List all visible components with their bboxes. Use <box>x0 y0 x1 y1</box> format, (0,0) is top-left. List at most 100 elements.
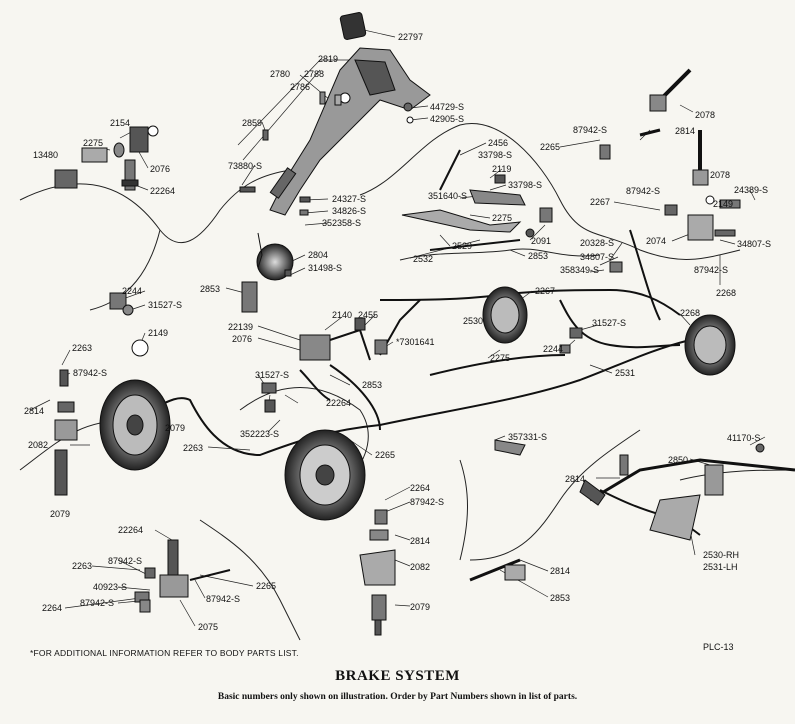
part-label: 41170-S <box>727 433 761 443</box>
rear-brake-backing-plates <box>482 286 736 456</box>
part-label: 2814 <box>565 474 586 484</box>
part-label: 2078 <box>710 170 731 180</box>
part-label: 2263 <box>72 561 93 571</box>
part-label: 2853 <box>362 380 383 390</box>
part-label: 2455 <box>358 310 379 320</box>
part-label: 352358-S <box>322 218 362 228</box>
part-label: 24327-S <box>332 194 367 204</box>
part-label: 33798-S <box>478 150 513 160</box>
leader-lines <box>29 27 766 627</box>
part-label: 2078 <box>695 110 716 120</box>
part-label: 2814 <box>410 536 431 546</box>
part-label: 2265 <box>256 581 277 591</box>
part-label: 2140 <box>332 310 353 320</box>
part-label: 22264 <box>326 398 352 408</box>
part-label: 2149 <box>148 328 169 338</box>
part-label: 87942-S <box>206 594 241 604</box>
part-label: 2532 <box>413 254 434 264</box>
part-label: 31527-S <box>148 300 183 310</box>
part-label: 357331-S <box>508 432 548 442</box>
part-label: 22797 <box>398 32 424 42</box>
part-label: 358349-S <box>560 265 600 275</box>
part-label: *7301641 <box>396 337 435 347</box>
part-label: 2530 <box>463 316 484 326</box>
part-label: 2119 <box>492 164 512 174</box>
part-label: 87942-S <box>573 125 608 135</box>
page-subtitle: Basic numbers only shown on illustration… <box>217 692 578 702</box>
part-label: 31527-S <box>255 370 290 380</box>
part-label: 2275 <box>490 353 511 363</box>
brake-lines <box>149 229 691 457</box>
part-label: 2154 <box>110 118 131 128</box>
part-label: 2780 <box>270 69 291 79</box>
part-label: 2456 <box>488 138 509 148</box>
part-label: 2268 <box>680 308 701 318</box>
part-label: 87942-S <box>108 556 143 566</box>
part-label: 2075 <box>198 622 219 632</box>
part-label: 2275 <box>83 138 104 148</box>
front-brake-junction <box>261 299 421 413</box>
part-label: 2076 <box>232 334 253 344</box>
page-title: BRAKE SYSTEM <box>335 668 460 684</box>
rear-hose-bracket <box>359 509 526 636</box>
part-label: 2074 <box>646 236 667 246</box>
part-label: 22264 <box>118 525 144 535</box>
part-label: 34807-S <box>580 252 615 262</box>
part-label: 352223-S <box>240 429 280 439</box>
part-label: 2819 <box>318 54 339 64</box>
part-label: 2264 <box>42 603 63 613</box>
part-label: 2091 <box>531 236 552 246</box>
brake-pedal-assembly <box>262 12 431 216</box>
part-label: 2267 <box>590 197 611 207</box>
part-label: 2082 <box>410 562 431 572</box>
front-hose-junction <box>134 539 231 613</box>
part-label: 2264 <box>410 483 431 493</box>
part-label: 2265 <box>540 142 561 152</box>
part-label: 2244 <box>122 286 143 296</box>
part-label: 2263 <box>183 443 204 453</box>
part-label: 2263 <box>72 343 93 353</box>
right-front-wheel-brake <box>284 429 366 521</box>
part-label: 2079 <box>165 423 186 433</box>
plate-code: PLC-13 <box>703 642 734 652</box>
part-label: 44729-S <box>430 102 465 112</box>
part-label: 2275 <box>492 213 513 223</box>
rear-hose-and-tee <box>599 68 741 273</box>
master-cylinder-parts <box>54 125 159 191</box>
part-label: 2853 <box>550 593 571 603</box>
part-label: 73880-S <box>228 161 263 171</box>
part-label: 2814 <box>675 126 696 136</box>
footnote: *FOR ADDITIONAL INFORMATION REFER TO BOD… <box>30 648 299 658</box>
part-label: 2267 <box>535 286 556 296</box>
part-label: 2788 <box>304 69 325 79</box>
left-front-wheel-brake <box>54 292 171 496</box>
part-label: 31498-S <box>308 263 343 273</box>
part-label: 2814 <box>550 566 571 576</box>
part-label: 22139 <box>228 322 254 332</box>
part-label: 40923-S <box>93 582 128 592</box>
part-label: 351640-S <box>428 191 468 201</box>
part-label: 2850 <box>668 455 689 465</box>
part-label: 2149 <box>713 199 734 209</box>
part-label: 2853 <box>200 284 221 294</box>
part-label: 2082 <box>28 440 49 450</box>
part-label: 87942-S <box>626 186 661 196</box>
part-label: 2853 <box>528 251 549 261</box>
parking-brake-cable <box>579 443 795 541</box>
part-label: 34826-S <box>332 206 367 216</box>
part-label: 2529 <box>452 241 473 251</box>
parking-brake-linkage <box>401 149 553 251</box>
part-label: 34807-S <box>737 239 772 249</box>
part-label: 2244 <box>543 344 564 354</box>
part-label: 20328-S <box>580 238 615 248</box>
part-label: 87942-S <box>80 598 115 608</box>
part-label: 87942-S <box>694 265 729 275</box>
part-label: 2814 <box>24 406 45 416</box>
part-label: 2076 <box>150 164 171 174</box>
part-label: 2079 <box>410 602 431 612</box>
part-label: 87942-S <box>73 368 108 378</box>
part-label: 2531-LH <box>703 562 738 572</box>
part-label: 2079 <box>50 509 71 519</box>
part-label: 42905-S <box>430 114 465 124</box>
